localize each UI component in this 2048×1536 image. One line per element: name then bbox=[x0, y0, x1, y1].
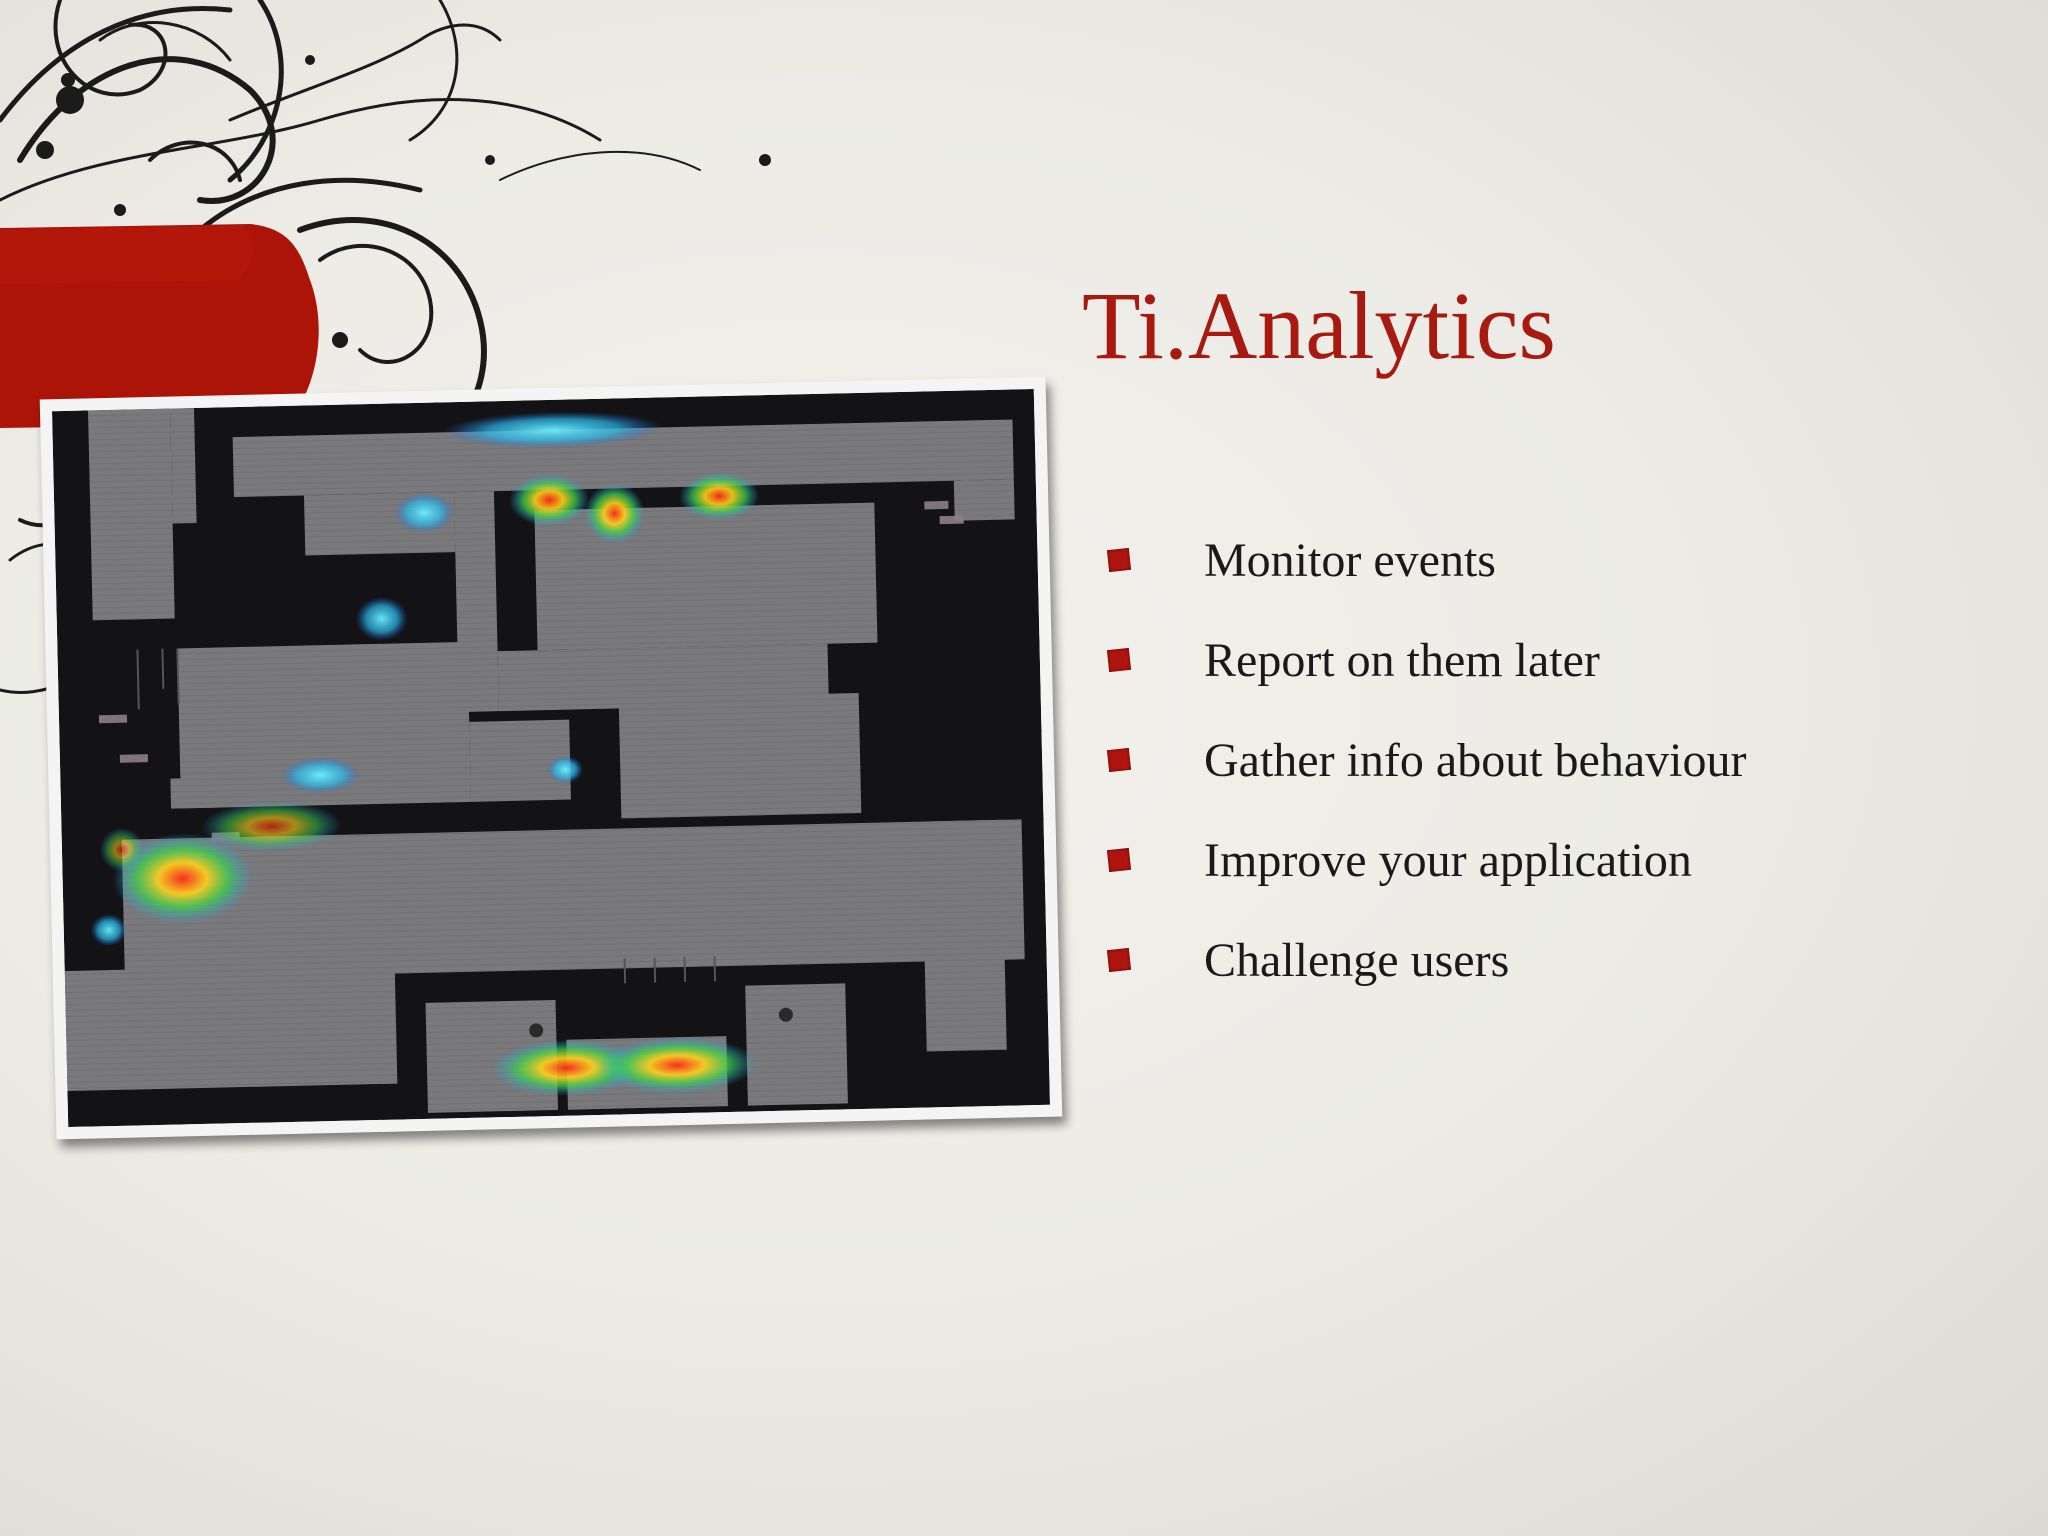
bullet-item: Report on them later bbox=[1100, 610, 1746, 710]
bullet-item: Gather info about behaviour bbox=[1100, 710, 1746, 810]
red-paint-stroke bbox=[0, 224, 319, 428]
bullet-square-icon bbox=[1106, 647, 1132, 673]
bullet-square-icon bbox=[1106, 847, 1132, 873]
game-level-heatmap-image bbox=[52, 388, 1050, 1128]
heatmap-screenshot bbox=[39, 376, 1063, 1140]
bullet-text: Report on them later bbox=[1204, 633, 1600, 687]
bullet-text: Gather info about behaviour bbox=[1204, 733, 1747, 787]
bullet-text: Improve your application bbox=[1204, 833, 1692, 887]
bullet-item: Monitor events bbox=[1100, 510, 1746, 610]
bullet-square-icon bbox=[1106, 947, 1132, 973]
bullet-item: Challenge users bbox=[1100, 910, 1746, 1010]
slide-title: Ti.Analytics bbox=[1082, 272, 1556, 379]
bullet-item: Improve your application bbox=[1100, 810, 1746, 910]
bullet-text: Challenge users bbox=[1204, 933, 1510, 987]
bullet-list: Monitor events Report on them later Gath… bbox=[1100, 510, 1746, 1010]
bullet-text: Monitor events bbox=[1204, 533, 1496, 587]
bullet-square-icon bbox=[1106, 547, 1132, 573]
bullet-square-icon bbox=[1106, 747, 1132, 773]
